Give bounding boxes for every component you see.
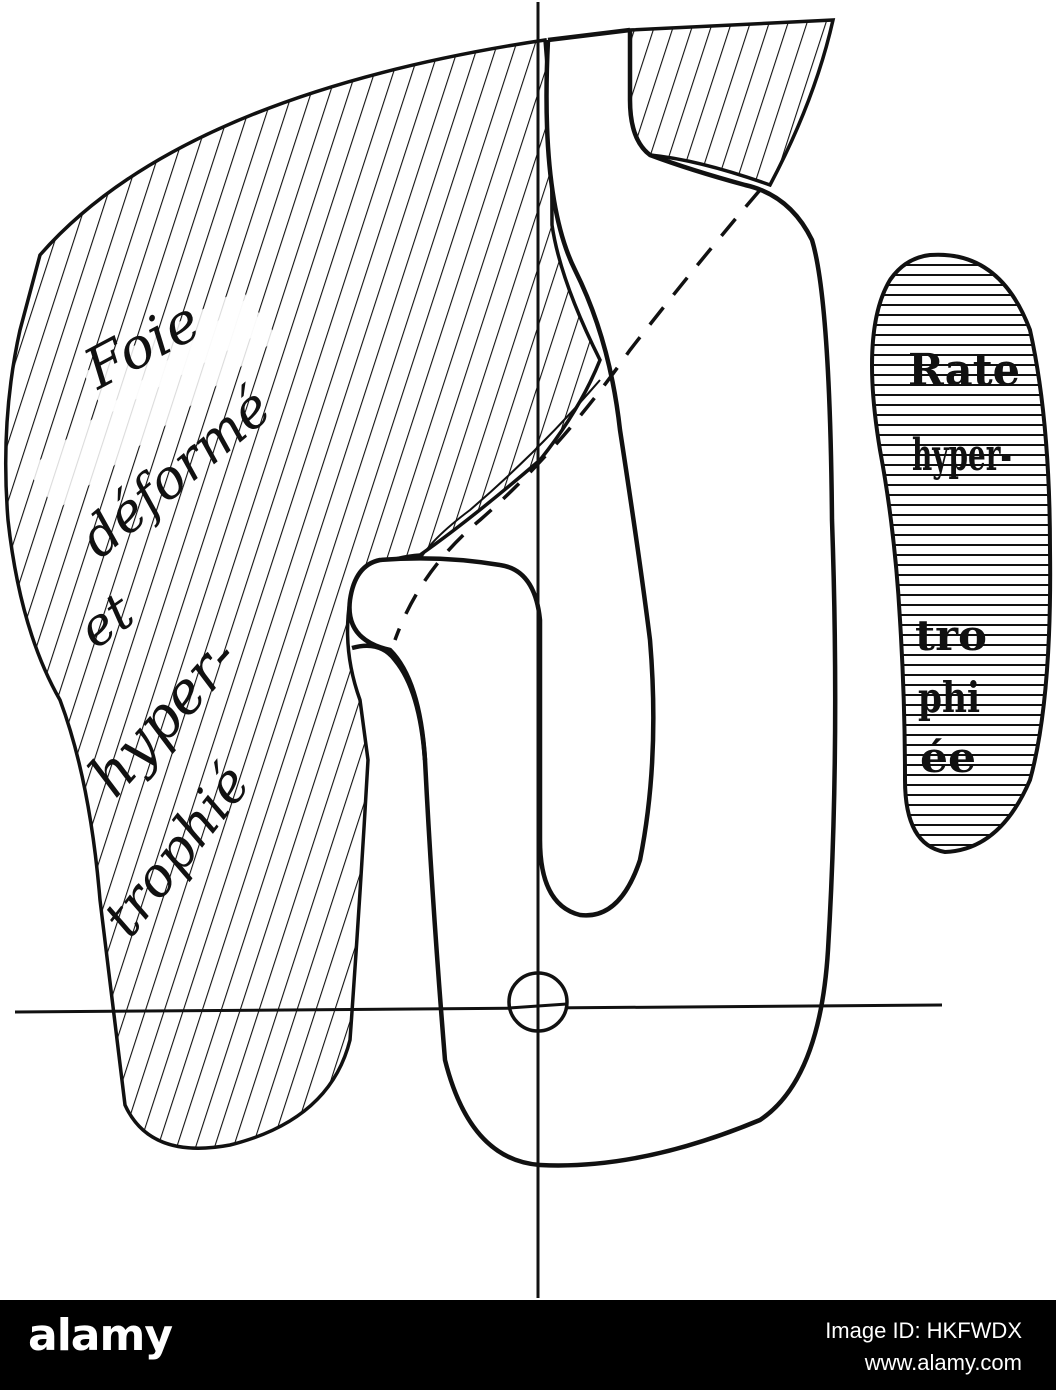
spleen-label-line-3: tro <box>915 611 987 660</box>
spleen-label-line-4: phi <box>918 673 980 722</box>
alamy-logo: alamy <box>28 1310 173 1361</box>
watermark-bar <box>0 1300 1056 1390</box>
spleen-label-line-5: ée <box>920 733 976 782</box>
spleen-label-line-1: Rate <box>908 345 1020 396</box>
liver-lower-edge <box>419 379 601 561</box>
horizontal-axis-line <box>14 1003 943 1014</box>
pylorus-loop <box>351 643 428 761</box>
spleen-label-line-2: hyper- <box>912 430 1012 481</box>
dashed-projection-line <box>393 188 762 641</box>
image-id-text: Image ID: HKFWDX <box>825 1318 1022 1343</box>
umbilicus-circle <box>507 971 569 1033</box>
anatomical-diagram: Foie déformé et hyper- trophié Rate hype… <box>3 2 1053 1298</box>
spleen-label: Rate hyper- tro phi ée <box>908 345 1020 782</box>
spleen-shape <box>870 252 1053 855</box>
website-text: www.alamy.com <box>864 1350 1022 1375</box>
